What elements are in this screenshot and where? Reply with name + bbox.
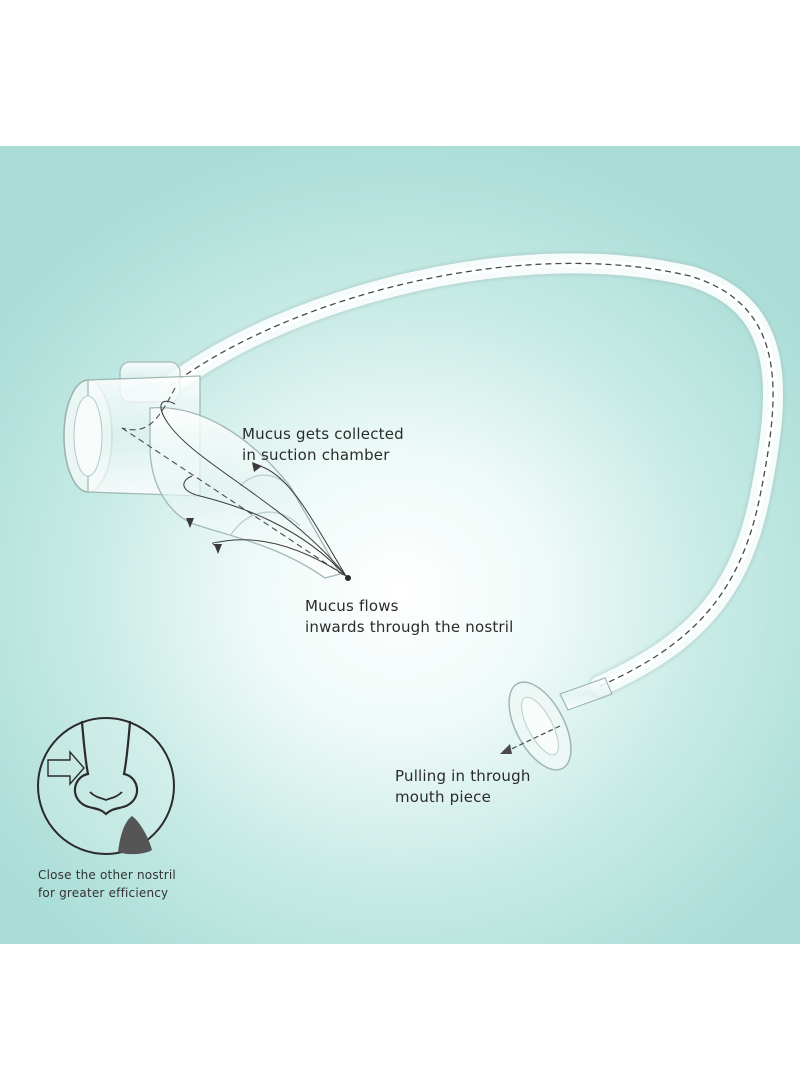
mouthpiece [500, 677, 613, 771]
airflow-dashed-line [169, 262, 774, 687]
mouthpiece-dashed-arrow [504, 725, 561, 753]
label-line: in suction chamber [242, 446, 390, 464]
label-mouthpiece: Pulling in through mouth piece [395, 766, 531, 808]
label-line: for greater efficiency [38, 886, 169, 900]
label-nostril-tip: Close the other nostril for greater effi… [38, 866, 176, 902]
label-suction-chamber: Mucus gets collected in suction chamber [242, 424, 404, 466]
nose-icon [37, 717, 175, 855]
label-nostril-flow: Mucus flows inwards through the nostril [305, 596, 514, 638]
label-line: inwards through the nostril [305, 618, 514, 636]
label-line: Mucus gets collected [242, 425, 404, 443]
aspirator-illustration [37, 251, 785, 855]
label-line: Mucus flows [305, 597, 399, 615]
label-line: mouth piece [395, 788, 492, 806]
illustration-panel: Mucus gets collected in suction chamber … [0, 146, 800, 944]
label-line: Pulling in through [395, 767, 531, 785]
nozzle-point [345, 575, 351, 581]
suction-chamber [63, 361, 351, 581]
label-line: Close the other nostril [38, 868, 176, 882]
tube [158, 251, 785, 698]
